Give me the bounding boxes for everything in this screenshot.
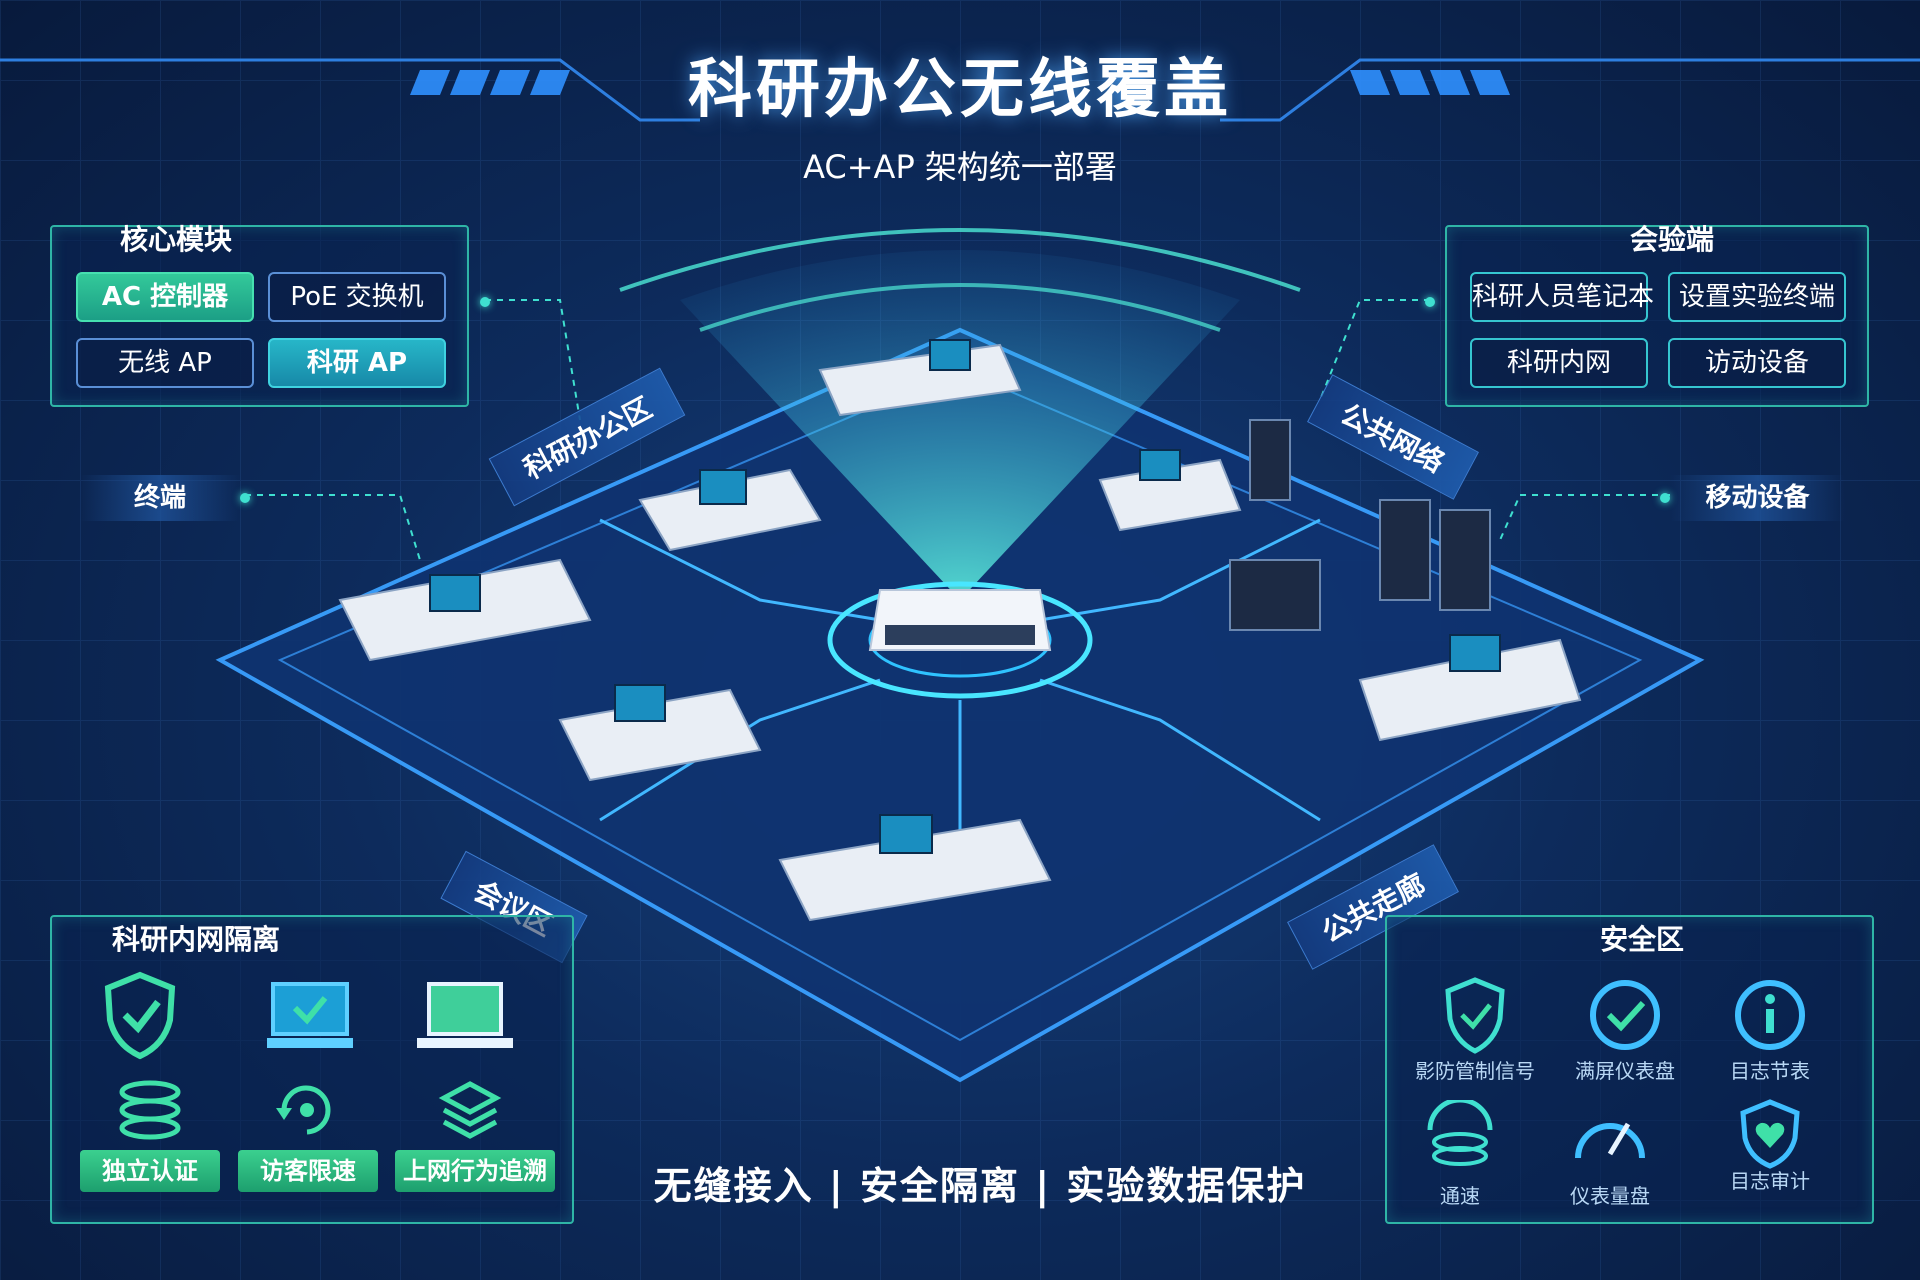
- security-label-signal: 影防管制信号: [1415, 1059, 1535, 1083]
- connector-dot: [1425, 297, 1435, 307]
- feature-guest-rate-limit: 访客限速: [238, 1150, 378, 1192]
- connector-dot: [1660, 493, 1670, 503]
- core-module-title: 核心模块: [120, 223, 233, 256]
- bottom-slogan: 无缝接入 | 安全隔离 | 实验数据保护: [653, 1164, 1307, 1208]
- security-label-gauge: 仪表量盘: [1570, 1184, 1650, 1208]
- laptop-icon: [417, 982, 513, 1048]
- feature-behavior-trace: 上网行为追溯: [395, 1150, 555, 1192]
- wifi-beam: [680, 250, 1240, 600]
- isolation-panel-title: 科研内网隔离: [112, 923, 281, 956]
- chip-visitor-device[interactable]: 访动设备: [1668, 338, 1846, 388]
- feature-independent-auth: 独立认证: [80, 1150, 220, 1192]
- page-title: 科研办公无线覆盖: [688, 53, 1232, 127]
- ap-ring: [827, 581, 1093, 699]
- shield-heart-icon: [1740, 1099, 1800, 1169]
- connector-dot: [240, 493, 250, 503]
- chip-lab-terminal[interactable]: 设置实验终端: [1668, 272, 1846, 322]
- security-label-speed: 通速: [1440, 1184, 1480, 1208]
- layers-icon: [438, 1081, 502, 1139]
- chip-poe-switch[interactable]: PoE 交换机: [268, 272, 446, 322]
- circuit-line: [1039, 678, 1321, 822]
- gauge-icon: [1575, 1122, 1645, 1159]
- side-label-mobile: 移动设备: [1670, 475, 1845, 521]
- speed-icon: [1427, 1100, 1493, 1166]
- chip-research-intranet[interactable]: 科研内网: [1470, 338, 1648, 388]
- wifi-arc: [699, 283, 1221, 332]
- chip-ac-controller[interactable]: AC 控制器: [76, 272, 254, 322]
- security-label-audit: 目志审计: [1730, 1169, 1810, 1193]
- info-circle-icon: [1735, 980, 1805, 1050]
- header-decoration: [0, 58, 1920, 122]
- wifi-arc: [619, 228, 1301, 292]
- chip-research-ap[interactable]: 科研 AP: [268, 338, 446, 388]
- security-label-dashboard: 满屏仪表盘: [1575, 1059, 1675, 1083]
- refresh-icon: [276, 1085, 331, 1135]
- shield-check-icon: [104, 971, 176, 1060]
- monitors: [429, 339, 1501, 854]
- check-circle-icon: [1590, 980, 1660, 1050]
- shield-icon: [1445, 977, 1505, 1054]
- server-racks: [1229, 419, 1491, 631]
- ap-device-front: [885, 625, 1035, 645]
- circuit-line: [1039, 518, 1321, 622]
- circuit-line: [599, 678, 881, 822]
- connector-dot: [480, 297, 490, 307]
- terminal-panel-title: 会验端: [1630, 223, 1715, 256]
- side-label-terminal: 终端: [80, 475, 240, 521]
- security-label-log-table: 目志节表: [1730, 1059, 1810, 1083]
- circuit-line: [599, 518, 881, 622]
- security-panel-title: 安全区: [1600, 923, 1685, 956]
- security-panel: [1385, 915, 1874, 1224]
- page-subtitle: AC+AP 架构统一部署: [803, 148, 1117, 186]
- chip-wireless-ap[interactable]: 无线 AP: [76, 338, 254, 388]
- monitor-check-icon: [267, 982, 353, 1048]
- chip-researcher-laptop[interactable]: 科研人员笔记本: [1470, 272, 1654, 322]
- database-icon: [119, 1080, 181, 1140]
